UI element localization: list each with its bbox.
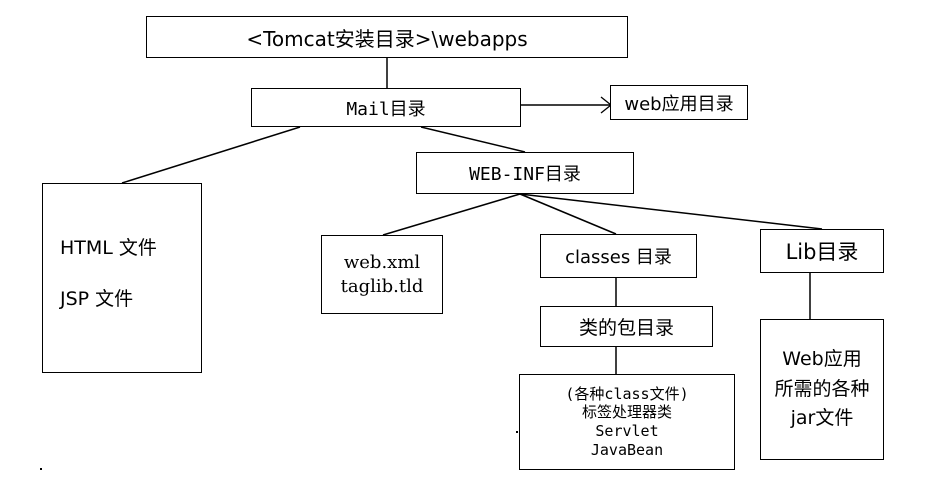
tomcat-webapps-box: <Tomcat安装目录>\webapps [146,16,628,58]
lib-directory-label: Lib目录 [785,240,859,264]
jar-files-line-1: Web应用 [782,348,862,371]
connector-mail-webinf [420,126,526,153]
mail-directory-label: Mail目录 [346,98,426,120]
mail-directory-box: Mail目录 [251,88,521,127]
servlet-line: Servlet [595,422,659,440]
web-inf-directory-box: WEB-INF目录 [416,152,634,194]
package-directory-label: 类的包目录 [578,317,674,339]
class-files-box: (各种class文件) 标签处理器类 Servlet JavaBean [519,374,735,470]
jsp-file-label: JSP 文件 [60,288,134,310]
web-inf-directory-label: WEB-INF目录 [469,164,581,185]
lib-directory-box: Lib目录 [760,229,884,273]
web-xml-label: web.xml [343,252,421,274]
web-app-directory-label: web应用目录 [624,93,734,115]
connector-webinf-lib [519,193,823,230]
stray-dot-classlist [516,431,518,433]
tag-handler-line: 标签处理器类 [581,403,672,422]
jar-files-line-2: 所需的各种 [774,377,870,400]
jar-files-box: Web应用 所需的各种 jar文件 [760,319,884,460]
classes-directory-box: classes 目录 [540,234,697,278]
stray-dot-left [40,468,42,470]
classes-directory-label: classes 目录 [565,247,672,268]
connector-mail-html [121,126,301,184]
javabean-line: JavaBean [590,440,664,459]
tomcat-webapps-label: <Tomcat安装目录>\webapps [246,26,528,51]
connector-webinf-classes [519,193,617,235]
html-jsp-files-box: HTML 文件 JSP 文件 [42,183,202,373]
config-files-box: web.xml taglib.tld [321,235,443,314]
class-files-line: (各种class文件) [565,384,689,403]
connector-webinf-files [382,193,521,236]
html-file-label: HTML 文件 [60,237,157,259]
package-directory-box: 类的包目录 [540,306,713,347]
taglib-tld-label: taglib.tld [340,275,424,297]
web-app-directory-box: web应用目录 [610,85,748,120]
jar-files-line-3: jar文件 [790,407,854,430]
